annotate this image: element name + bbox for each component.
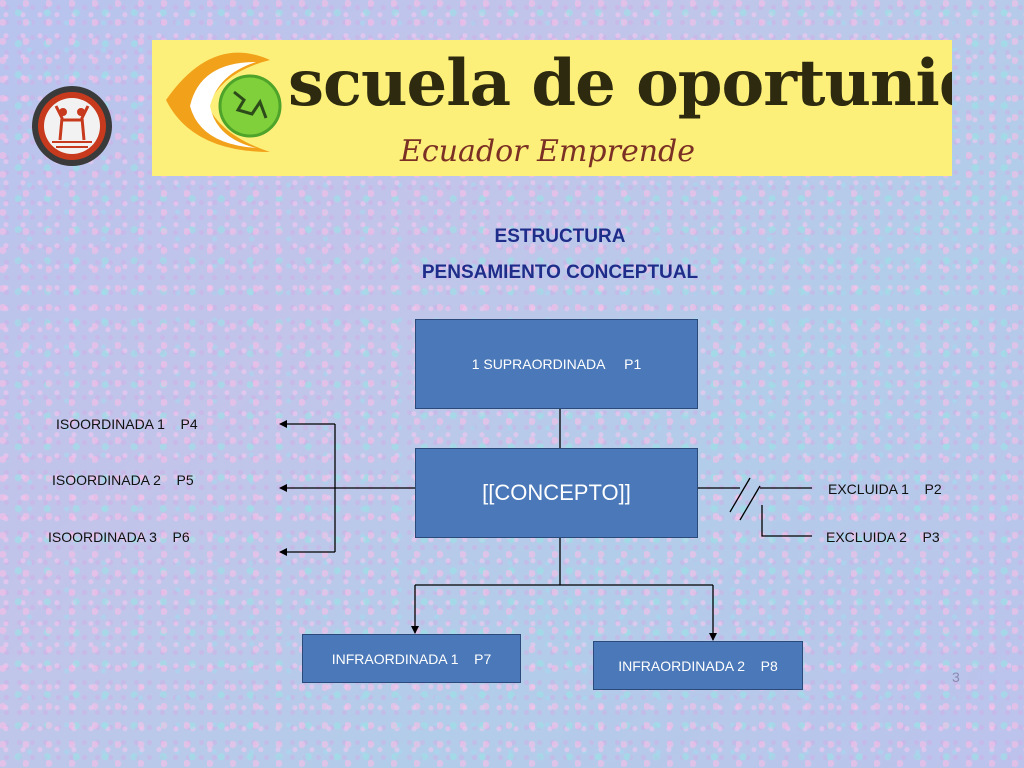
brand-tagline: Ecuador Emprende <box>400 134 695 169</box>
connector-excluida-2 <box>761 505 812 537</box>
page-subtitle: PENSAMIENTO CONCEPTUAL <box>421 262 699 283</box>
isoordinada-2-label: ISOORDINADA 2 P5 <box>52 472 194 488</box>
concept-box: [[CONCEPTO]] <box>415 448 698 538</box>
exclusion-slash-1 <box>729 477 751 513</box>
excluida-2-label: EXCLUIDA 2 P3 <box>826 529 940 545</box>
page-title: ESTRUCTURA <box>494 226 626 247</box>
isoordinada-3-label: ISOORDINADA 3 P6 <box>48 529 190 545</box>
brand-name: scuela de oportunidades <box>288 46 952 121</box>
isoordinada-1-label: ISOORDINADA 1 P4 <box>56 416 198 432</box>
excluida-1-label: EXCLUIDA 1 P2 <box>828 481 942 497</box>
supraordinada-box: 1 SUPRAORDINADA P1 <box>415 319 698 409</box>
infraordinada-2-box: INFRAORDINADA 2 P8 <box>593 641 803 690</box>
brand-banner: scuela de oportunidades Ecuador Emprende <box>152 40 952 176</box>
seal-logo-graphic <box>32 86 112 166</box>
seal-logo <box>30 84 114 168</box>
slide-number: 3 <box>952 669 960 685</box>
infraordinada-1-box: INFRAORDINADA 1 P7 <box>302 634 521 683</box>
exclusion-slash-2 <box>739 485 761 521</box>
brand-emblem <box>166 52 282 152</box>
